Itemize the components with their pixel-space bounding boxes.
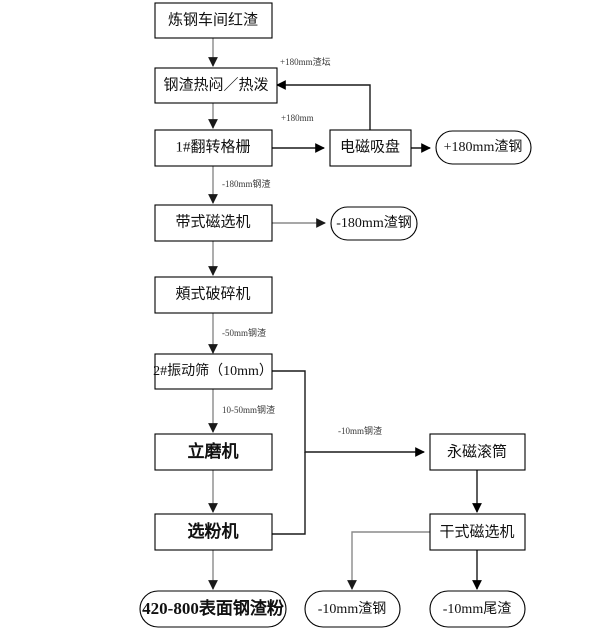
node-electromagnet-label: 电磁吸盘 (340, 137, 400, 155)
edge-dry-separator-to-minus10-scrap (347, 531, 430, 590)
node-minus10-scrap-label: -10mm渣钢 (318, 601, 386, 617)
edge-screen-to-permanent-drum (272, 370, 425, 457)
node-minus10-tailings[interactable]: -10mm尾渣 (429, 590, 526, 628)
node-dry-magnetic-separator-label: 干式磁选机 (439, 523, 514, 540)
node-vertical-mill-label: 立磨机 (188, 441, 239, 461)
edge-powder-separator-return-trunk (272, 452, 306, 535)
node-raw-slag-label: 炼钢车间红渣 (168, 11, 258, 28)
edge-label-minus10-slag: -10mm钢渣 (338, 425, 382, 436)
node-vertical-mill[interactable]: 立磨机 (154, 433, 273, 471)
node-permanent-magnetic-drum-label: 永磁滚筒 (447, 443, 507, 460)
node-hot-stew[interactable]: 钢渣热闷／热泼 (154, 67, 278, 104)
edge-label-minus50-slag: -50mm钢渣 (222, 327, 266, 338)
node-minus10-scrap[interactable]: -10mm渣钢 (304, 590, 401, 628)
node-electromagnet[interactable]: 电磁吸盘 (329, 129, 412, 167)
node-turnover-grate[interactable]: 1#翻转格栅 (154, 129, 273, 167)
node-steel-slag-powder-product[interactable]: 420-800表面钢渣粉 (139, 590, 287, 628)
node-hot-stew-label: 钢渣热闷／热泼 (163, 76, 268, 93)
node-plus180-scrap-label: +180mm渣钢 (444, 139, 523, 155)
node-plus180-scrap[interactable]: +180mm渣钢 (435, 130, 532, 165)
node-jaw-crusher-label: 頰式破碎机 (175, 285, 250, 302)
node-steel-slag-powder-product-label: 420-800表面钢渣粉 (142, 598, 284, 618)
node-dry-magnetic-separator[interactable]: 干式磁选机 (429, 513, 526, 551)
edge-label-10-50-slag: 10-50mm钢渣 (222, 404, 275, 415)
node-belt-magnetic-separator[interactable]: 带式磁选机 (154, 204, 273, 242)
edge-label-minus180-slag: -180mm钢渣 (222, 178, 271, 189)
edge-label-plus180-lump: +180mm渣坛 (280, 56, 331, 67)
node-belt-magnetic-separator-label: 带式磁选机 (175, 213, 250, 230)
node-permanent-magnetic-drum[interactable]: 永磁滚筒 (429, 433, 526, 471)
edge-magnet-recycle-to-hot-stew (276, 80, 371, 130)
node-vibrating-screen[interactable]: 2#振动筛（10mm） (153, 353, 273, 390)
node-raw-slag[interactable]: 炼钢车间红渣 (154, 2, 273, 39)
node-minus180-scrap[interactable]: -180mm渣钢 (330, 206, 418, 241)
node-vibrating-screen-label: 2#振动筛（10mm） (153, 363, 273, 379)
node-powder-separator-label: 选粉机 (188, 521, 239, 541)
node-jaw-crusher[interactable]: 頰式破碎机 (154, 276, 273, 314)
edge-label-plus180: +180mm (281, 113, 314, 123)
node-minus10-tailings-label: -10mm尾渣 (443, 601, 511, 617)
node-minus180-scrap-label: -180mm渣钢 (336, 215, 411, 231)
node-turnover-grate-label: 1#翻转格栅 (175, 138, 250, 155)
node-powder-separator[interactable]: 选粉机 (154, 513, 273, 551)
